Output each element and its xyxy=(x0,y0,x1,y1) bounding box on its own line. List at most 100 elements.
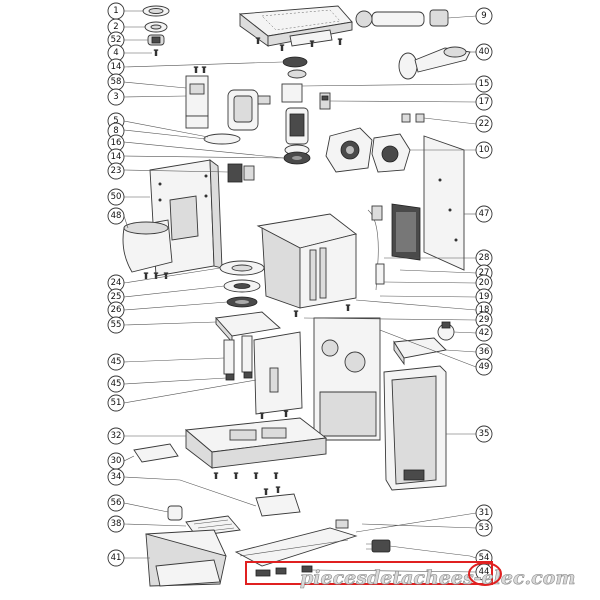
callout-right: 40 xyxy=(475,43,493,61)
callout-left: 51 xyxy=(107,394,125,412)
watermark-text: piecesdetachees-elec.com xyxy=(300,567,575,589)
part-water-tank xyxy=(383,365,447,491)
svg-text:32: 32 xyxy=(111,431,122,441)
svg-text:26: 26 xyxy=(111,305,122,315)
part-valve-block xyxy=(325,113,425,173)
svg-text:1: 1 xyxy=(113,6,118,16)
callouts-left: 1 2 52 4 14 58 3 5 8 16 14 23 50 48 24 2… xyxy=(107,2,125,567)
part-collar-16 xyxy=(283,151,311,165)
svg-text:3: 3 xyxy=(113,92,118,102)
part-steam-tube xyxy=(355,9,449,28)
part-cap xyxy=(167,505,183,521)
callout-left: 48 xyxy=(107,207,125,225)
callout-left: 3 xyxy=(107,88,125,106)
svg-text:31: 31 xyxy=(479,508,490,518)
svg-text:10: 10 xyxy=(479,145,490,155)
svg-text:45: 45 xyxy=(111,379,122,389)
svg-text:49: 49 xyxy=(479,362,490,372)
part-screw-4 xyxy=(153,49,159,56)
svg-text:51: 51 xyxy=(111,398,122,408)
svg-text:17: 17 xyxy=(479,97,490,107)
svg-text:29: 29 xyxy=(479,315,490,325)
callout-left: 45 xyxy=(107,375,125,393)
svg-text:44: 44 xyxy=(479,567,490,577)
svg-text:55: 55 xyxy=(111,320,122,330)
callout-right: 53 xyxy=(475,519,493,537)
svg-text:42: 42 xyxy=(479,328,490,338)
callout-left: 14 xyxy=(107,58,125,76)
part-front-panel xyxy=(253,331,303,419)
part-heating-element xyxy=(367,203,421,291)
svg-text:56: 56 xyxy=(111,498,122,508)
callout-left: 38 xyxy=(107,515,125,533)
svg-text:22: 22 xyxy=(479,119,490,129)
callout-right: 17 xyxy=(475,93,493,111)
part-motor xyxy=(281,83,310,156)
callout-right: 28 xyxy=(475,249,493,267)
svg-text:36: 36 xyxy=(479,347,490,357)
part-plate-8 xyxy=(203,133,241,145)
callout-left: 55 xyxy=(107,316,125,334)
svg-text:9: 9 xyxy=(481,11,486,21)
highlight-ring xyxy=(468,562,502,586)
svg-text:41: 41 xyxy=(111,553,122,563)
part-valve xyxy=(147,34,165,46)
callout-left: 23 xyxy=(107,162,125,180)
callout-left: 41 xyxy=(107,549,125,567)
svg-text:38: 38 xyxy=(111,519,122,529)
callout-left: 50 xyxy=(107,188,125,206)
part-center-housing xyxy=(256,213,358,317)
callout-left: 30 xyxy=(107,452,125,470)
part-drip-tray xyxy=(145,529,227,587)
callout-left: 8 xyxy=(107,122,125,140)
callouts-right: 9 40 15 17 22 10 47 28 27 20 19 18 29 42… xyxy=(475,7,493,581)
svg-text:52: 52 xyxy=(111,35,122,45)
svg-text:28: 28 xyxy=(479,253,490,263)
svg-text:2: 2 xyxy=(113,22,118,32)
part-collar-top xyxy=(282,56,308,79)
svg-text:40: 40 xyxy=(479,47,490,57)
svg-text:30: 30 xyxy=(111,456,122,466)
part-lower-frame xyxy=(234,519,358,567)
part-tubes xyxy=(223,335,253,381)
part-disc-stack xyxy=(219,260,265,308)
callout-left: 34 xyxy=(107,468,125,486)
part-connector xyxy=(319,92,331,110)
part-front-cover xyxy=(122,219,173,273)
part-top-lid xyxy=(393,337,447,366)
highlight-box xyxy=(245,561,493,585)
part-thermostat xyxy=(227,163,255,183)
callout-left: 58 xyxy=(107,73,125,91)
callout-right: 42 xyxy=(475,324,493,342)
part-top-cover-tray xyxy=(238,5,353,51)
part-power-cord xyxy=(366,539,471,557)
svg-text:58: 58 xyxy=(111,77,122,87)
part-main-body xyxy=(313,317,381,441)
callout-left: 56 xyxy=(107,494,125,512)
svg-text:16: 16 xyxy=(111,138,122,148)
part-pump-assembly xyxy=(185,66,271,131)
svg-text:34: 34 xyxy=(111,472,122,482)
callout-right: 19 xyxy=(475,288,493,306)
svg-text:25: 25 xyxy=(111,292,122,302)
svg-text:23: 23 xyxy=(111,166,122,176)
svg-text:24: 24 xyxy=(111,278,122,288)
callout-right: 9 xyxy=(475,7,493,25)
callout-right: 47 xyxy=(475,205,493,223)
part-seal-ring xyxy=(142,5,170,17)
svg-text:20: 20 xyxy=(479,278,490,288)
svg-text:14: 14 xyxy=(111,152,122,162)
svg-text:19: 19 xyxy=(479,292,490,302)
svg-text:54: 54 xyxy=(479,553,490,563)
svg-text:27: 27 xyxy=(479,268,490,278)
callout-right: 31 xyxy=(475,504,493,522)
part-base xyxy=(184,417,328,479)
part-tank-lid xyxy=(215,311,282,344)
leader-lines xyxy=(123,10,477,573)
svg-text:47: 47 xyxy=(479,209,490,219)
part-side-panel xyxy=(423,135,465,271)
callout-right: 36 xyxy=(475,343,493,361)
svg-text:14: 14 xyxy=(111,62,122,72)
part-circuit-board xyxy=(255,486,301,517)
